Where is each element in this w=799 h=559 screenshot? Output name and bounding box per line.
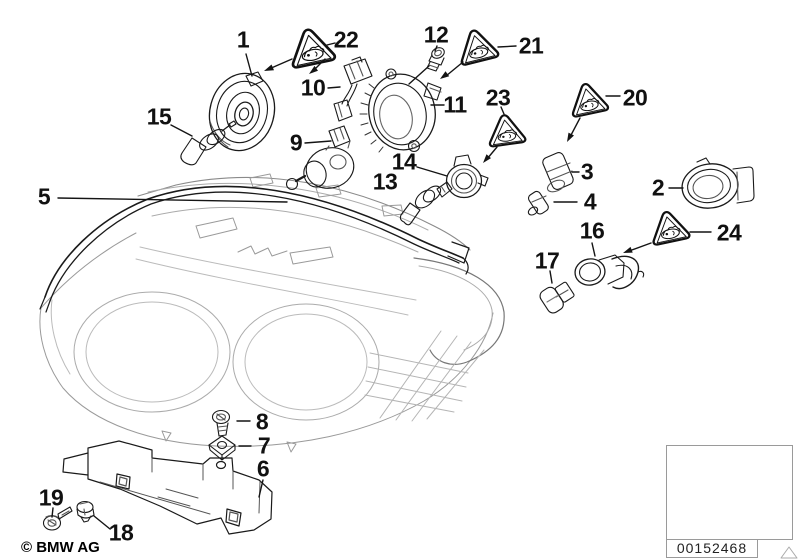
warning-triangle-22-icon — [285, 24, 337, 70]
warning-triangle-21-icon — [453, 25, 500, 67]
callout-13[interactable]: 13 — [372, 168, 398, 195]
copyright-text: © BMW AG — [21, 539, 100, 556]
part-10-cable-connector — [333, 56, 373, 122]
callout-8[interactable]: 8 — [255, 408, 269, 435]
part-15-halogen-bulb — [180, 120, 237, 166]
part-5-gasket — [39, 185, 470, 313]
leader-arrowheads — [264, 64, 633, 253]
callout-9[interactable]: 9 — [289, 129, 303, 156]
leader-lines — [51, 42, 712, 530]
callout-16[interactable]: 16 — [579, 217, 605, 244]
callout-17[interactable]: 17 — [534, 247, 560, 274]
part-18-expansion-clip — [76, 500, 95, 523]
callout-20[interactable]: 20 — [622, 84, 648, 111]
car-locator-thumbnail — [666, 445, 793, 540]
callout-14[interactable]: 14 — [391, 148, 417, 175]
part-17-wedge-bulb — [539, 281, 575, 314]
part-8-screw — [211, 409, 231, 437]
part-7-clip-nut — [208, 435, 236, 461]
callout-1[interactable]: 1 — [236, 26, 250, 53]
warning-triangle-23-icon — [485, 111, 527, 148]
part-3-bulb-holder — [542, 152, 574, 193]
callout-7[interactable]: 7 — [257, 432, 271, 459]
callout-10[interactable]: 10 — [300, 74, 326, 101]
part-16-bulb-socket — [574, 254, 645, 290]
part-14-socket-ring — [445, 154, 489, 199]
callout-18[interactable]: 18 — [108, 519, 134, 546]
callout-21[interactable]: 21 — [518, 32, 544, 59]
corner-triangle-mark — [780, 546, 798, 559]
callout-6[interactable]: 6 — [256, 455, 270, 482]
callout-12[interactable]: 12 — [423, 21, 449, 48]
callout-22[interactable]: 22 — [333, 26, 359, 53]
callout-24[interactable]: 24 — [716, 219, 742, 246]
diagram-number: 00152468 — [666, 539, 758, 558]
part-2-cover-ring — [681, 157, 755, 209]
part-9-adjuster-motor — [285, 125, 355, 191]
warning-triangle-24-icon — [646, 207, 692, 247]
callout-15[interactable]: 15 — [146, 103, 172, 130]
callout-5[interactable]: 5 — [37, 183, 51, 210]
part-11-igniter-unit — [359, 68, 442, 153]
callout-23[interactable]: 23 — [485, 84, 511, 111]
part-12-screw — [426, 47, 445, 72]
part-6-mounting-bracket — [62, 440, 273, 535]
headlight-housing-drawing — [39, 173, 505, 453]
callout-4[interactable]: 4 — [583, 188, 597, 215]
callout-11[interactable]: 11 — [443, 91, 467, 118]
part-13-bulb — [399, 181, 453, 226]
callout-19[interactable]: 19 — [38, 484, 64, 511]
warning-triangle-20-icon — [566, 79, 610, 119]
callout-2[interactable]: 2 — [651, 174, 665, 201]
part-4-small-bulb — [527, 190, 549, 216]
callout-3[interactable]: 3 — [580, 158, 594, 185]
